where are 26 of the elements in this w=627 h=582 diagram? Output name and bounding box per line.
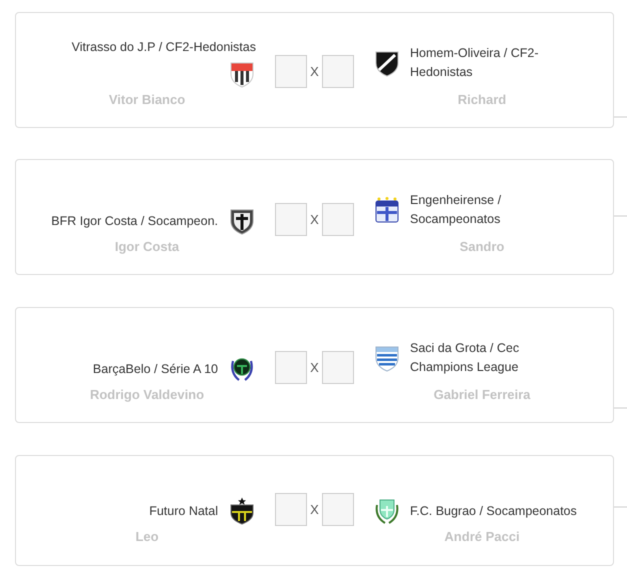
bracket-line [614,506,627,508]
team-name: F.C. Bugrao / Socampeonatos [410,502,577,520]
match-card [15,455,614,566]
team-name: Homem-Oliveira / CF2-Hedonistas [410,45,540,81]
team-name: BarçaBelo / Série A 10 [92,360,218,378]
team-name: Vitrasso do J.P / CF2-Hedonistas [72,39,256,56]
coach-name: Richard [458,92,506,108]
match-card [15,307,614,423]
versus-label: X [310,502,319,518]
coach-name: Sandro [460,239,504,255]
team-name: Saci da Grota / Cec Champions League [410,340,520,376]
team-name: Futuro Natal [149,502,218,520]
match-card [15,159,614,275]
team-name: Engenheirense / Socampeonatos [410,192,502,228]
coach-name: André Pacci [444,529,520,545]
versus-label: X [310,212,319,228]
versus-label: X [310,64,319,80]
coach-name: Leo [135,529,159,545]
bracket-line [614,116,627,118]
versus-label: X [310,360,319,376]
coach-name: Igor Costa [114,239,180,255]
team-name: BFR Igor Costa / Socampeon. [51,212,218,230]
coach-name: Gabriel Ferreira [434,387,530,403]
coach-name: Rodrigo Valdevino [90,387,204,403]
match-card [15,12,614,128]
coach-name: Vitor Bianco [108,92,186,108]
